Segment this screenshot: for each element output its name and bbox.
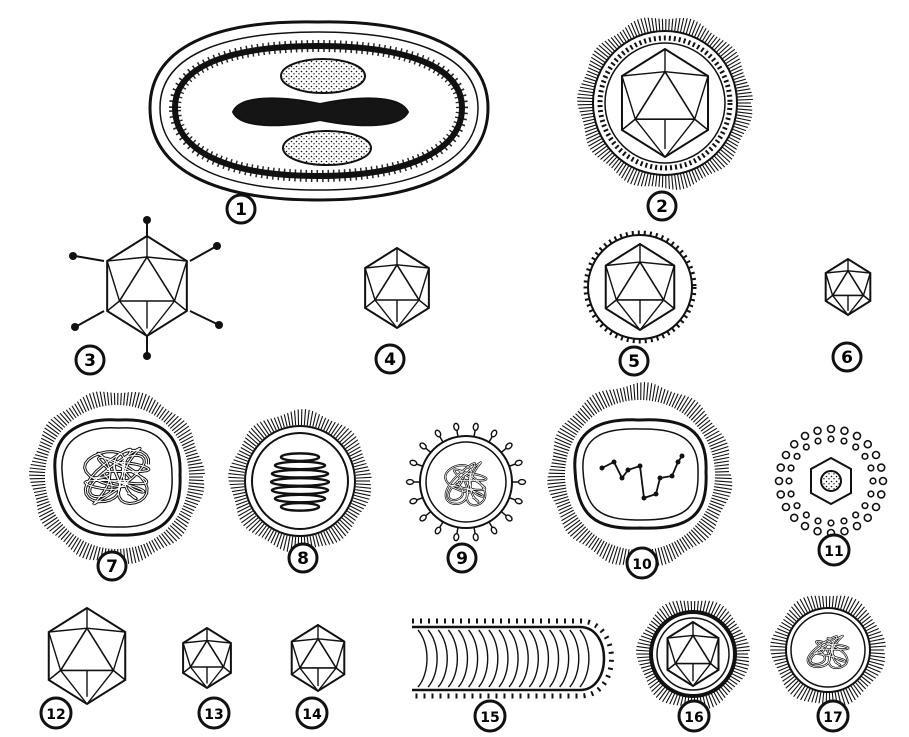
virus-4 [365,248,429,328]
label-2: 2 [648,192,676,220]
virus-5 [586,233,694,341]
label-4-text: 4 [384,350,396,370]
virus-11 [776,426,887,537]
label-6-text: 6 [841,348,853,368]
virus-2 [577,18,753,190]
label-14: 14 [297,698,327,728]
label-6: 6 [833,343,861,371]
virus-16 [636,601,750,710]
figure-labels: 1 2 3 4 5 6 7 8 9 10 11 12 13 14 15 16 1… [41,192,861,731]
label-7: 7 [98,552,126,580]
label-13-text: 13 [204,707,223,723]
label-16-text: 16 [684,710,703,726]
label-11: 11 [819,535,849,565]
label-12: 12 [41,698,71,728]
label-13: 13 [199,698,229,728]
virus-3 [69,216,223,360]
label-5-text: 5 [628,352,640,372]
label-3-text: 3 [84,351,96,371]
virus-9 [407,423,526,541]
label-10-text: 10 [632,557,652,573]
label-16: 16 [679,701,709,731]
virus-17 [770,596,886,707]
label-1: 1 [227,195,255,223]
virus-13 [183,628,231,688]
virus-8 [228,409,371,552]
label-8-text: 8 [297,549,309,569]
virus-6 [826,259,871,315]
virus-14 [292,625,345,691]
label-11-text: 11 [824,544,843,560]
virus-7 [29,392,205,564]
label-15-text: 15 [480,710,499,726]
label-14-text: 14 [302,707,322,723]
label-8: 8 [289,544,317,572]
label-17: 17 [818,701,848,731]
label-4: 4 [376,345,404,373]
virus-12 [49,608,125,704]
virus-1 [150,22,488,200]
label-5: 5 [620,347,648,375]
label-7-text: 7 [106,557,118,577]
label-15: 15 [475,701,505,731]
label-12-text: 12 [46,707,65,723]
label-17-text: 17 [823,710,842,726]
label-9-text: 9 [456,549,468,569]
label-1-text: 1 [235,200,247,220]
label-9: 9 [448,544,476,572]
virus-15 [412,621,612,696]
label-10: 10 [627,548,657,578]
label-2-text: 2 [656,197,668,217]
virus-10 [547,382,732,565]
label-3: 3 [76,346,104,374]
